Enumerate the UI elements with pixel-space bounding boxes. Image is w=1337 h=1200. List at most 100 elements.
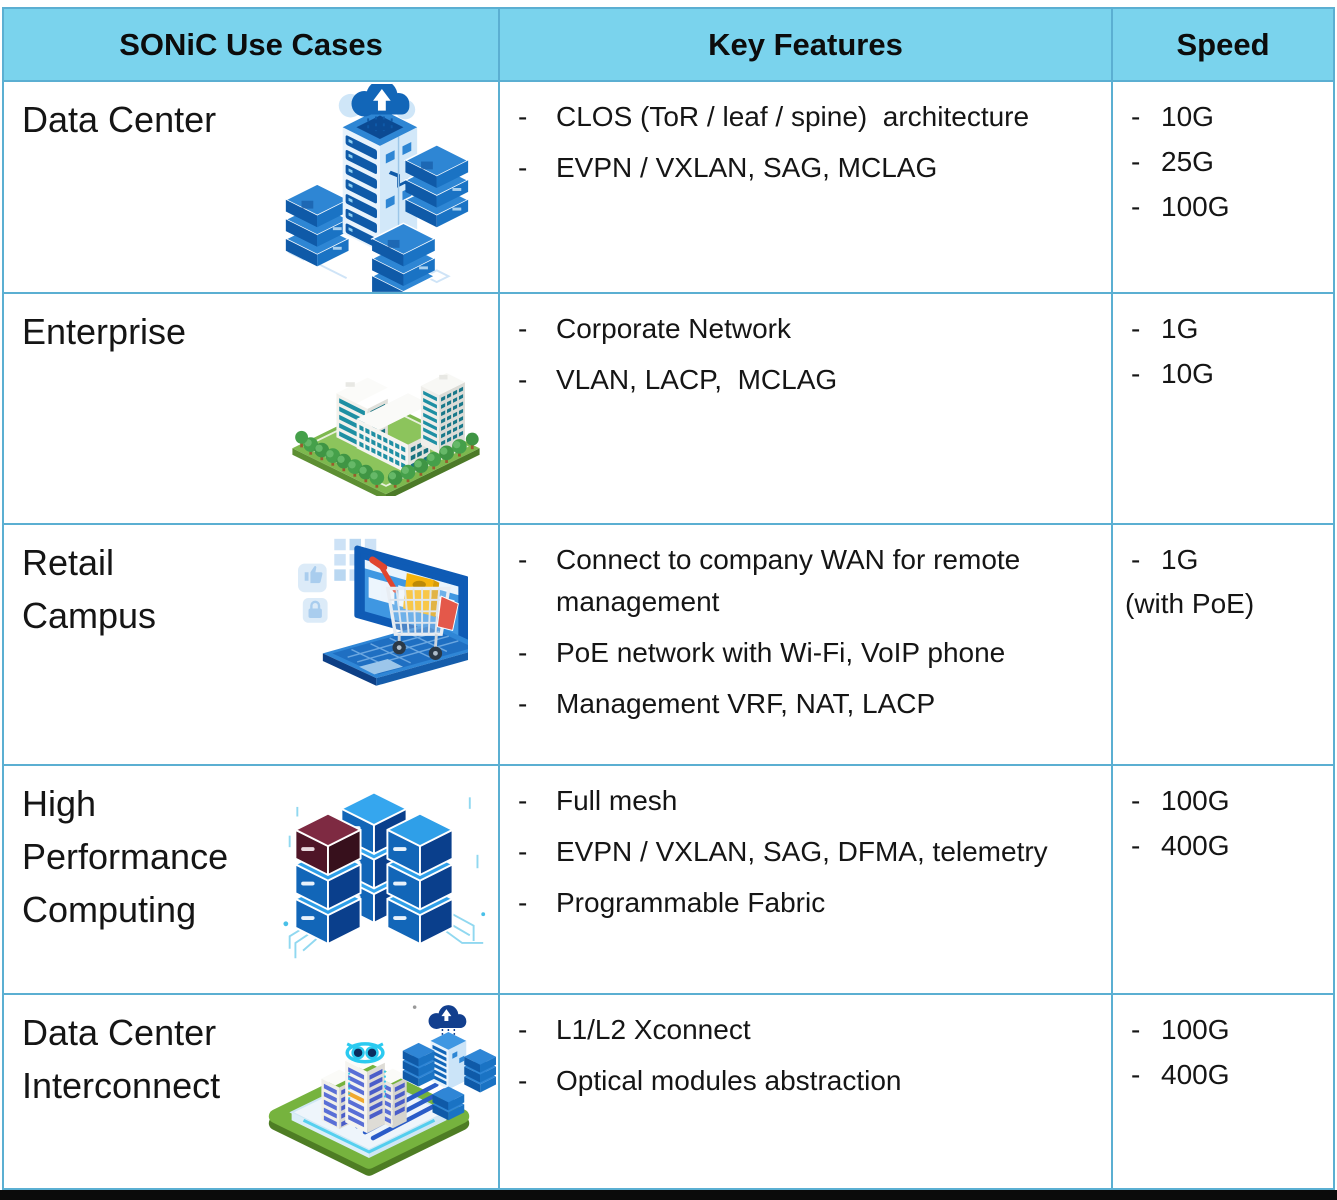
speed-item-text: 400G bbox=[1161, 1059, 1230, 1090]
bottom-edge-bar bbox=[0, 1190, 1337, 1200]
feature-item-text: VLAN, LACP, MCLAG bbox=[556, 364, 838, 395]
speed-item: -100G bbox=[1131, 186, 1327, 228]
speed-list: -1G bbox=[1113, 525, 1333, 581]
feature-item: -VLAN, LACP, MCLAG bbox=[518, 359, 1105, 401]
header-key-features-label: Key Features bbox=[708, 26, 903, 62]
features-cell: -Connect to company WAN for remote manag… bbox=[500, 525, 1111, 764]
feature-item: -L1/L2 Xconnect bbox=[518, 1009, 1105, 1051]
use-case-line: Interconnect bbox=[22, 1064, 221, 1106]
header-use-cases: SONiC Use Cases bbox=[4, 9, 498, 80]
bullet-dash: - bbox=[1131, 785, 1141, 816]
feature-item-text: Optical modules abstraction bbox=[556, 1065, 902, 1096]
trees-icon bbox=[295, 430, 479, 488]
illustration-slot bbox=[4, 766, 498, 993]
speed-item: -400G bbox=[1131, 1054, 1327, 1096]
bullet-dash: - bbox=[1131, 313, 1141, 344]
speed-list: -100G-400G bbox=[1113, 766, 1333, 867]
retail-campus-illustration bbox=[298, 538, 468, 686]
speed-item: -400G bbox=[1131, 825, 1327, 867]
use-case-line: Performance bbox=[22, 835, 229, 877]
bullet-dash: - bbox=[518, 887, 528, 918]
bullet-dash: - bbox=[1131, 1059, 1141, 1090]
bullet-dash: - bbox=[518, 836, 528, 867]
features-cell: -Corporate Network-VLAN, LACP, MCLAG bbox=[500, 294, 1111, 523]
bullet-dash: - bbox=[518, 688, 528, 719]
feature-item: -EVPN / VXLAN, SAG, DFMA, telemetry bbox=[518, 831, 1105, 873]
speed-item-text: 100G bbox=[1161, 785, 1230, 816]
feature-list: -CLOS (ToR / leaf / spine) architecture-… bbox=[500, 82, 1111, 189]
illustration-slot bbox=[4, 82, 498, 292]
use-case-line: Campus bbox=[22, 594, 157, 636]
feature-item-text: L1/L2 Xconnect bbox=[556, 1014, 751, 1045]
speed-list: -1G -10G bbox=[1113, 294, 1333, 395]
use-case-line: Enterprise bbox=[22, 311, 187, 352]
feature-item-text: Programmable Fabric bbox=[556, 887, 826, 918]
speed-item-text: 1G bbox=[1161, 544, 1199, 575]
use-case-line: Data Center bbox=[22, 1012, 217, 1053]
feature-list: -Full mesh-EVPN / VXLAN, SAG, DFMA, tele… bbox=[500, 766, 1111, 924]
speed-item-text: 1G bbox=[1161, 313, 1199, 344]
speed-item: -10G bbox=[1131, 96, 1327, 138]
use-case-line: Retail bbox=[22, 542, 115, 583]
bullet-dash: - bbox=[1131, 358, 1141, 389]
compute-cubes-icon bbox=[294, 791, 454, 945]
bullet-dash: - bbox=[518, 544, 528, 575]
feature-item-text: PoE network with Wi-Fi, VoIP phone bbox=[556, 637, 1006, 668]
feature-item: -EVPN / VXLAN, SAG, MCLAG bbox=[518, 147, 1105, 189]
speed-item-text: 25G bbox=[1161, 146, 1214, 177]
sonic-use-cases-table: SONiC Use Cases Key Features Speed Data … bbox=[2, 7, 1335, 1190]
header-speed: Speed bbox=[1113, 9, 1333, 80]
feature-list: -Corporate Network-VLAN, LACP, MCLAG bbox=[500, 294, 1111, 401]
speed-cell: -1G -10G bbox=[1113, 294, 1333, 523]
server-stack-icon bbox=[403, 144, 470, 228]
feature-item: -Management VRF, NAT, LACP bbox=[518, 683, 1105, 725]
speed-list: -10G-25G-100G bbox=[1113, 82, 1333, 228]
illustration-slot bbox=[4, 995, 498, 1188]
speed-item: -100G bbox=[1131, 780, 1327, 822]
feature-item-text: Full mesh bbox=[556, 785, 678, 816]
office-building-icon bbox=[336, 373, 465, 474]
illustration-slot bbox=[4, 294, 498, 523]
cloud-upload-icon bbox=[338, 84, 416, 120]
table-grid: SONiC Use Cases Key Features Speed Data … bbox=[4, 9, 1333, 1188]
bullet-dash: - bbox=[1131, 830, 1141, 861]
speed-cell: -100G-400G bbox=[1113, 766, 1333, 993]
speed-list: -100G -400G bbox=[1113, 995, 1333, 1096]
circuit-lines-icon bbox=[288, 797, 484, 959]
speed-item-text: 100G bbox=[1161, 1014, 1230, 1045]
feature-item: -Connect to company WAN for remote manag… bbox=[518, 539, 1105, 623]
features-cell: -L1/L2 Xconnect -Optical modules abstract… bbox=[500, 995, 1111, 1188]
cyan-glow-icon bbox=[345, 1042, 386, 1101]
bullet-dash: - bbox=[518, 101, 528, 132]
feature-list: -Connect to company WAN for remote manag… bbox=[500, 525, 1111, 725]
use-case-cell: Enterprise bbox=[4, 294, 498, 523]
speed-note: (with PoE) bbox=[1125, 588, 1255, 619]
speed-item: -1G bbox=[1131, 539, 1327, 581]
high-performance-computing-illustration bbox=[283, 791, 486, 959]
bullet-dash: - bbox=[518, 637, 528, 668]
features-cell: -CLOS (ToR / leaf / spine) architecture-… bbox=[500, 82, 1111, 292]
bullet-dash: - bbox=[518, 1065, 528, 1096]
bullet-dash: - bbox=[518, 364, 528, 395]
speed-item-text: 400G bbox=[1161, 830, 1230, 861]
use-case-label: Data Center bbox=[22, 94, 216, 147]
feature-item-text: Connect to company WAN for remote manage… bbox=[556, 544, 1029, 617]
feature-item-text: EVPN / VXLAN, SAG, DFMA, telemetry bbox=[556, 836, 1048, 867]
feature-item: -PoE network with Wi-Fi, VoIP phone bbox=[518, 632, 1105, 674]
use-case-line: High bbox=[22, 783, 97, 824]
header-speed-label: Speed bbox=[1176, 26, 1270, 62]
feature-item: -Full mesh bbox=[518, 780, 1105, 822]
bullet-dash: - bbox=[1131, 146, 1141, 177]
bullet-dash: - bbox=[1131, 191, 1141, 222]
speed-cell: -10G-25G-100G bbox=[1113, 82, 1333, 292]
speed-cell: -100G -400G bbox=[1113, 995, 1333, 1188]
bullet-dash: - bbox=[518, 152, 528, 183]
speed-item: -25G bbox=[1131, 141, 1327, 183]
speed-item: -10G bbox=[1131, 353, 1327, 395]
